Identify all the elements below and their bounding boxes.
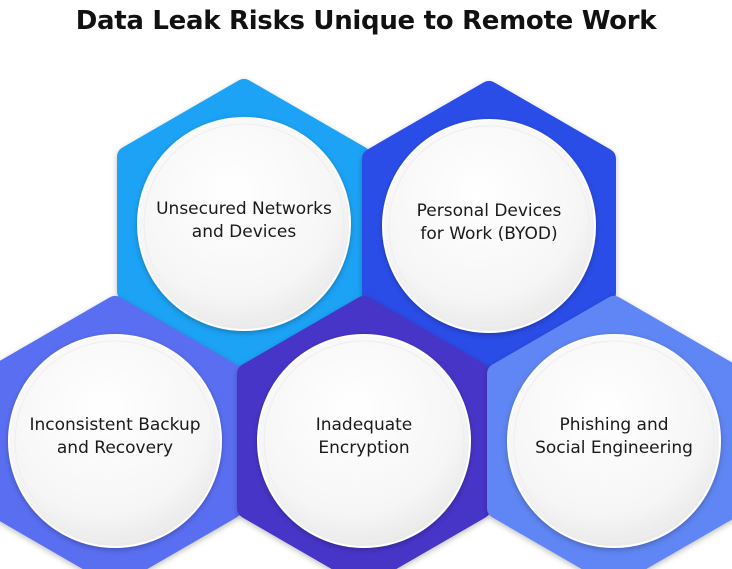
page-title: Data Leak Risks Unique to Remote Work <box>75 6 657 36</box>
circle-shape <box>257 334 471 548</box>
node-unsecured-networks <box>117 79 371 369</box>
circle-shape <box>8 334 222 548</box>
label-line: Phishing and <box>559 415 669 435</box>
node-inconsistent-backup <box>0 296 242 569</box>
label-line: Unsecured Networks <box>156 199 332 219</box>
label-line: and Devices <box>191 222 297 242</box>
circle-shape <box>507 334 721 548</box>
label-inconsistent-backup: Inconsistent Backup and Recovery <box>20 414 210 460</box>
label-line: Personal Devices <box>416 201 562 221</box>
node-inadequate-encryption <box>237 296 491 569</box>
label-line: and Recovery <box>56 438 174 458</box>
label-line: Inconsistent Backup <box>29 415 201 435</box>
label-line: for Work (BYOD) <box>420 224 558 244</box>
label-line: Encryption <box>318 438 410 458</box>
label-line: Social Engineering <box>535 438 693 458</box>
label-inadequate-encryption: Inadequate Encryption <box>269 414 459 460</box>
node-personal-devices <box>362 81 616 371</box>
label-unsecured-networks: Unsecured Networks and Devices <box>149 198 339 244</box>
label-phishing: Phishing and Social Engineering <box>519 414 709 460</box>
circle-shape <box>137 117 351 331</box>
node-phishing <box>487 296 732 569</box>
label-line: Inadequate <box>315 415 413 435</box>
circle-shape <box>382 119 596 333</box>
label-personal-devices: Personal Devices for Work (BYOD) <box>394 200 584 246</box>
